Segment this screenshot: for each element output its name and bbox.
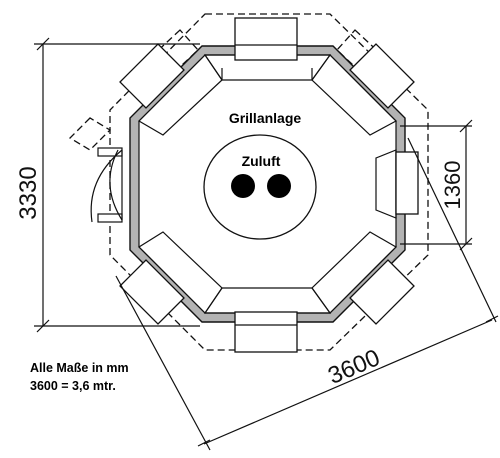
units-note: Alle Maße in mm — [30, 361, 129, 375]
diagonal-dimension-label: 3600 — [324, 344, 384, 390]
window-top-right — [349, 43, 415, 109]
air-intake-left — [231, 174, 255, 198]
window-bottom — [234, 311, 298, 353]
air-intake-right — [267, 174, 291, 198]
door-dimension-label: 1360 — [440, 161, 465, 210]
grill-ring — [203, 134, 317, 240]
window-top — [234, 17, 298, 61]
supply-air-label: Zuluft — [242, 153, 281, 169]
window-top-left — [119, 43, 185, 109]
window-bottom-left — [119, 259, 185, 325]
window-bottom-right — [349, 259, 415, 325]
conversion-note: 3600 = 3,6 mtr. — [30, 379, 116, 393]
grill-label: Grillanlage — [229, 110, 302, 126]
windows — [119, 17, 419, 353]
dimension-lines — [34, 37, 499, 451]
door — [90, 147, 123, 223]
window-right — [395, 151, 419, 215]
height-dimension-label: 3330 — [15, 166, 42, 219]
